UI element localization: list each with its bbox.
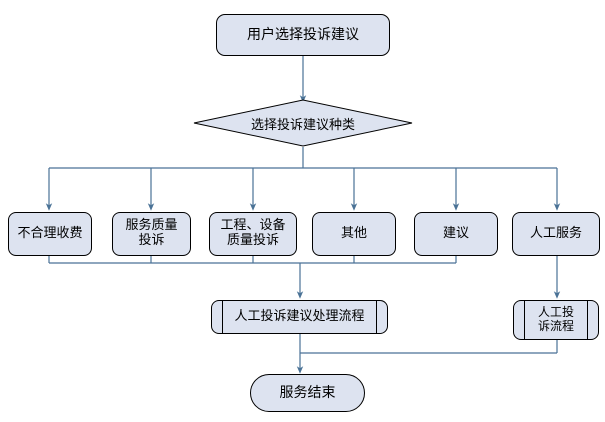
node-decision[interactable]: 选择投诉建议种类 bbox=[193, 99, 413, 147]
node-decision-label: 选择投诉建议种类 bbox=[250, 117, 355, 133]
predefined-bar-right bbox=[376, 300, 377, 334]
node-manual-handling-process[interactable]: 人工投诉建议处理流程 bbox=[211, 300, 388, 334]
node-manual-complaint-label: 人工投 诉流程 bbox=[537, 305, 574, 333]
node-category-manual-service[interactable]: 人工服务 bbox=[512, 212, 600, 256]
node-end[interactable]: 服务结束 bbox=[250, 374, 365, 412]
node-category-engineering-equipment[interactable]: 工程、设备 质量投诉 bbox=[209, 212, 297, 256]
node-manual-complaint-process[interactable]: 人工投 诉流程 bbox=[513, 300, 599, 340]
predefined-bar-right bbox=[587, 300, 588, 340]
node-category-unreasonable-fee[interactable]: 不合理收费 bbox=[8, 212, 92, 256]
node-start[interactable]: 用户选择投诉建议 bbox=[216, 14, 390, 56]
node-category-suggestion[interactable]: 建议 bbox=[414, 212, 498, 256]
node-category-service-quality[interactable]: 服务质量 投诉 bbox=[112, 212, 191, 256]
node-category-other[interactable]: 其他 bbox=[312, 212, 396, 256]
diamond-shape bbox=[193, 99, 413, 147]
predefined-bar-left bbox=[524, 300, 525, 340]
predefined-bar-left bbox=[222, 300, 223, 334]
node-manual-handling-label: 人工投诉建议处理流程 bbox=[234, 308, 365, 324]
